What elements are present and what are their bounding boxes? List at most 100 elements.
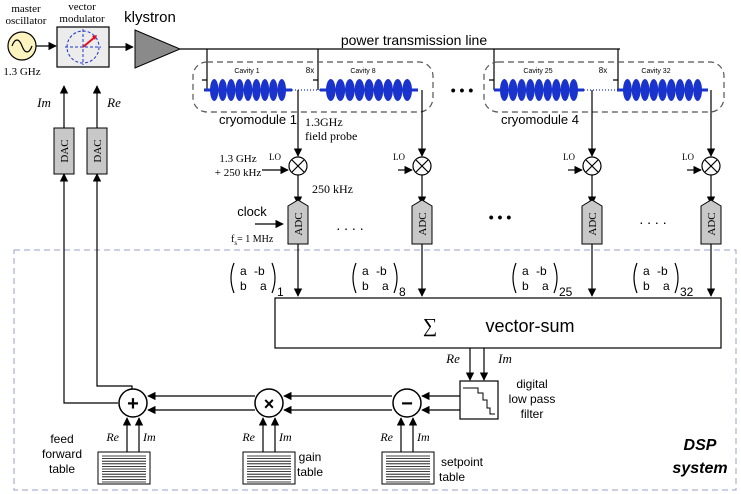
cavity-8-label: Cavity 8 [350,68,375,75]
phasor-arrow-icon [82,36,96,48]
feed-forward-table [97,451,151,485]
mixer-4: LO [682,152,721,205]
setpoint-table-label-2: table [439,470,465,484]
dac-im-axis-label: Im [36,95,51,110]
cryomodule-4-label: cryomodule 4 [501,112,579,127]
power-line-label: power transmission line [341,32,487,48]
clock-label: clock [237,204,267,219]
svg-text:a: a [643,264,650,278]
cryomodule-1-label: cryomodule 1 [219,112,297,127]
klystron-amplifier [134,29,182,69]
adc-2: ADC [411,199,433,297]
sampling-frequency: fs= 1 MHz [231,234,274,247]
setpoint-table [381,451,435,485]
lo-label-3: LO [563,152,575,162]
field-probe-label-1: 1.3GHz [305,115,343,129]
mixers: LO LO LO LO [262,152,721,205]
mixer-2: LO [393,152,432,205]
adc-label-1: ADC [293,212,305,235]
adc-converters: ADC ADC ADC ADC [287,199,722,297]
setpoint-table-label-1: setpoint [441,455,484,469]
cryomodule-4-box [483,61,725,113]
vector-sum-block [274,297,722,349]
cryomodule-ellipsis: • • • [451,82,474,98]
master-oscillator-label-1: master [11,3,41,15]
matrix-index-4: 32 [680,285,694,299]
svg-text:a: a [362,264,369,278]
table-re-label-2: Re [241,430,255,444]
svg-text:a: a [663,279,670,293]
svg-text:b: b [643,279,650,293]
minus-icon: − [401,393,413,415]
dac-re: DAC [86,127,108,175]
dsp-label-line2: system [672,460,727,477]
subtract-operator: − [392,388,422,418]
master-oscillator-label-2: oscillator [6,15,47,27]
cavity-25 [494,79,584,101]
adc-dots-2: . . . . [639,211,666,227]
mixer-3: LO [563,152,602,205]
svg-text:-b: -b [254,264,265,278]
cavity-32-label: Cavity 32 [641,68,670,75]
cavity-8 [320,79,418,101]
table-feed-2: Re Im [241,417,292,452]
table-re-label-3: Re [379,430,393,444]
svg-text:a: a [240,264,247,278]
adc-ellipsis: • • • [489,209,512,225]
lo-label-1: LO [269,152,281,162]
matrix-index-1: 1 [277,285,284,299]
adc-dots-1: . . . . [336,217,363,233]
svg-text:b: b [240,279,247,293]
filter-label-2: low pass [509,392,556,406]
vector-modulator-label-2: modulator [59,13,105,25]
sum-im-label: Im [497,351,512,366]
ff-table-label-2: forward [42,447,82,461]
multiply-operator: × [254,388,284,418]
sine-wave-icon [11,39,33,53]
ff-table-label-1: feed [50,432,73,446]
adc-3: ADC [581,199,603,297]
sum-re-label: Re [445,351,460,366]
dsp-signal-path [59,85,460,415]
table-im-label-3: Im [416,430,430,444]
dac-re-axis-label: Re [106,95,121,110]
table-im-label-2: Im [278,430,292,444]
table-feed-3: Re Im [379,417,430,452]
dac-im: DAC [53,127,75,175]
probe-lines [293,90,716,157]
cavity-25-label: Cavity 25 [523,68,552,75]
lo-label-2: LO [393,152,405,162]
dsp-system-region [13,249,737,491]
cavity-strings [204,79,708,101]
adc-label-3: ADC [587,212,599,235]
svg-text:a: a [382,279,389,293]
lo-frequency-2: + 250 kHz [215,167,262,179]
svg-text:a: a [260,279,267,293]
ff-table-label-3: table [49,462,75,476]
dac-re-label: DAC [92,139,104,162]
adc-label-4: ADC [706,212,718,235]
oscillator-frequency: 1.3 GHz [3,66,40,78]
adc-label-2: ADC [417,212,429,235]
low-pass-filter-block [459,380,499,420]
filter-response-icon [463,387,495,415]
cavity-multiplier-1: 8x [306,66,314,75]
filter-label-1: digital [516,377,547,391]
cryomodule-1-box [192,61,434,113]
svg-text:-b: -b [376,264,387,278]
svg-text:a: a [542,279,549,293]
vector-sum-label: vector-sum [485,316,574,336]
dac-im-label: DAC [59,139,71,162]
cavity-32 [617,79,708,101]
gain-table-label-1: gain [299,450,322,464]
lo-frequency-1: 1.3 GHz [219,153,256,165]
svg-text:a: a [522,264,529,278]
table-re-label-1: Re [105,430,119,444]
